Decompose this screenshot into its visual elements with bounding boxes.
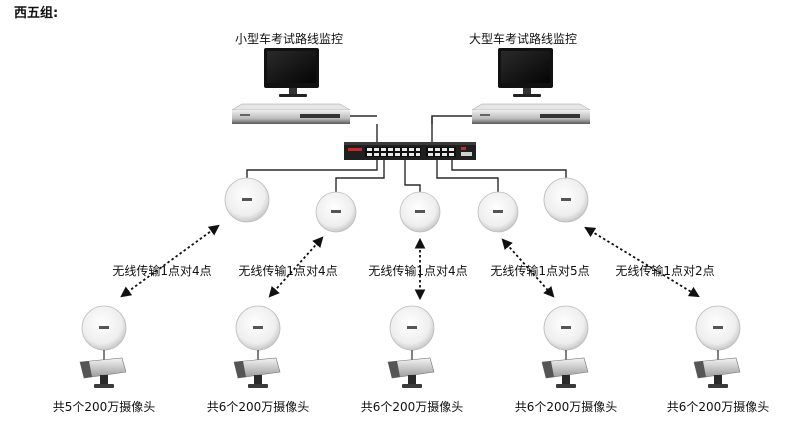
camera-icon (79, 357, 127, 388)
camera-icon (233, 357, 281, 388)
wireless-link-label: 无线传输1点对4点 (112, 264, 212, 278)
wireless-link-label: 无线传输1点对2点 (615, 264, 715, 278)
wireless-bridge-icon (543, 305, 589, 351)
wireless-link-label: 无线传输1点对5点 (490, 264, 590, 278)
wireless-bridge-icon (315, 191, 357, 233)
camera-group-label: 共6个200万摄像头 (666, 400, 770, 414)
camera-group-label: 共6个200万摄像头 (360, 400, 464, 414)
camera-group-label: 共6个200万摄像头 (514, 400, 618, 414)
nvr-recorder-icon (471, 103, 591, 124)
camera-icon (541, 357, 589, 388)
wireless-link-label: 无线传输1点对4点 (368, 264, 468, 278)
wireless-link-arrow (120, 224, 220, 298)
wireless-bridge-icon (81, 305, 127, 351)
wireless-bridge-icon (235, 305, 281, 351)
wireless-bridge-icon (399, 191, 441, 233)
wireless-bridge-icon (543, 177, 589, 223)
wireless-bridge-icon (389, 305, 435, 351)
wireless-bridge-icon (224, 177, 270, 223)
group-title: 西五组: (14, 6, 59, 21)
monitor-icon (498, 48, 553, 97)
camera-icon (387, 357, 435, 388)
nvr-recorder-icon (231, 103, 351, 124)
camera-group-label: 共5个200万摄像头 (52, 400, 156, 414)
wireless-link-arrow (584, 226, 700, 298)
wireless-links (120, 224, 700, 301)
camera-group-label: 共6个200万摄像头 (206, 400, 310, 414)
network-switch-icon (344, 142, 476, 160)
monitor-icon (264, 48, 319, 97)
wireless-bridge-icon (477, 191, 519, 233)
monitor-label: 小型车考试路线监控 (235, 32, 344, 46)
camera-icon (693, 357, 741, 388)
wireless-link-label: 无线传输1点对4点 (238, 264, 338, 278)
wireless-bridge-icon (695, 305, 741, 351)
monitor-label: 大型车考试路线监控 (469, 32, 578, 46)
network-cables (246, 115, 567, 195)
